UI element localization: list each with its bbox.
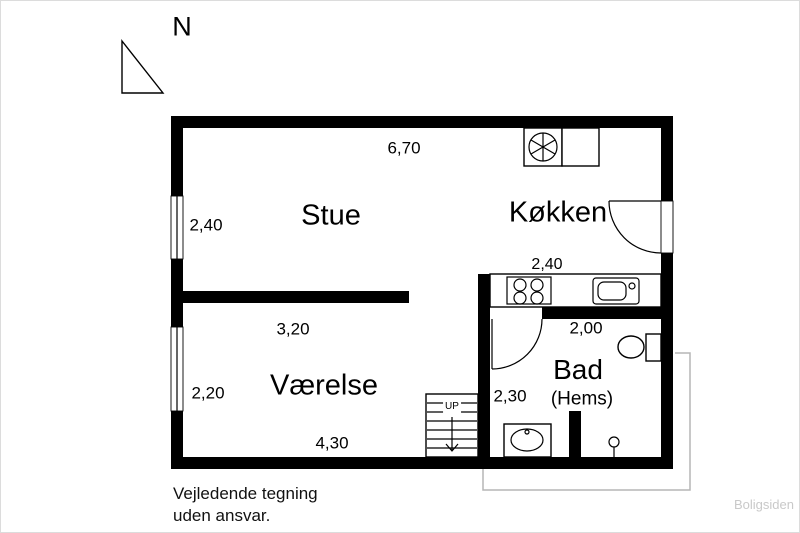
dim-bad-width: 2,00: [569, 318, 603, 338]
fan-blades-icon: [530, 133, 556, 161]
room-label-vaerelse: Værelse: [270, 369, 378, 402]
dim-counter: 2,40: [531, 256, 563, 273]
stairs-up-label: UP: [443, 401, 461, 413]
windows: [170, 195, 184, 412]
hob-burner-1: [513, 278, 527, 292]
wall-left-upper: [171, 116, 183, 196]
wall-stue-vaerelse: [183, 291, 409, 303]
hems-outline: [482, 352, 691, 491]
wall-top: [171, 116, 673, 128]
wall-right-lower: [661, 253, 673, 469]
bad-door: [491, 318, 543, 370]
vanity-faucet-icon: [524, 429, 530, 435]
entry-door: [608, 200, 674, 254]
dim-hall: 2,30: [493, 386, 527, 406]
dim-stue-window: 2,40: [189, 215, 223, 235]
room-sublabel-hems: (Hems): [550, 388, 614, 410]
watermark: Boligsiden: [734, 497, 794, 512]
dim-top-width: 6,70: [387, 138, 421, 158]
stairs-arrow-icon: [445, 443, 459, 452]
wall-bottom: [171, 457, 673, 469]
hob-burner-3: [513, 291, 527, 305]
stairs: [425, 393, 479, 458]
disclaimer-line1: Vejledende tegning: [173, 484, 318, 503]
disclaimer-text: Vejledende tegning uden ansvar.: [173, 483, 318, 527]
dim-vaerelse-window: 2,20: [191, 383, 225, 403]
wall-right-upper: [661, 116, 673, 201]
wall-left-mid: [171, 259, 183, 327]
floor-drain-icon: [608, 436, 620, 448]
wall-left-lower: [171, 411, 183, 469]
north-arrow-icon: [121, 38, 165, 94]
toilet-tank: [645, 333, 662, 362]
north-label: N: [172, 11, 192, 42]
bad-door-swing-arc: [491, 318, 543, 370]
bathroom-fixtures: [503, 333, 662, 458]
kitchen-sink: [592, 277, 640, 305]
kitchen-faucet-icon: [628, 282, 636, 290]
disclaimer-line2: uden ansvar.: [173, 506, 271, 526]
room-label-kokken: Køkken: [508, 196, 608, 229]
wall-bad-stub: [569, 411, 581, 457]
hob-burner-2: [530, 278, 544, 292]
hob-outline: [506, 276, 552, 305]
entry-door-opening: [660, 200, 674, 254]
outer-walls: [171, 116, 673, 469]
hood-unit: [523, 127, 600, 167]
toilet-bowl: [617, 335, 645, 359]
appliance-box: [561, 127, 600, 167]
dim-vaerelse-width: 4,30: [315, 433, 349, 453]
kitchen-counter: [489, 273, 662, 308]
interior-walls: [183, 274, 661, 457]
vanity-basin: [510, 428, 544, 452]
dim-vaerelse-top: 3,20: [276, 319, 310, 339]
entry-door-swing-arc: [608, 200, 662, 254]
wall-bad-top: [542, 307, 661, 319]
kitchen-sink-basin: [597, 281, 627, 301]
room-label-stue: Stue: [301, 199, 361, 232]
room-label-bad: Bad: [553, 354, 603, 385]
wall-hall-vertical: [478, 274, 490, 457]
hob-burner-4: [530, 291, 544, 305]
